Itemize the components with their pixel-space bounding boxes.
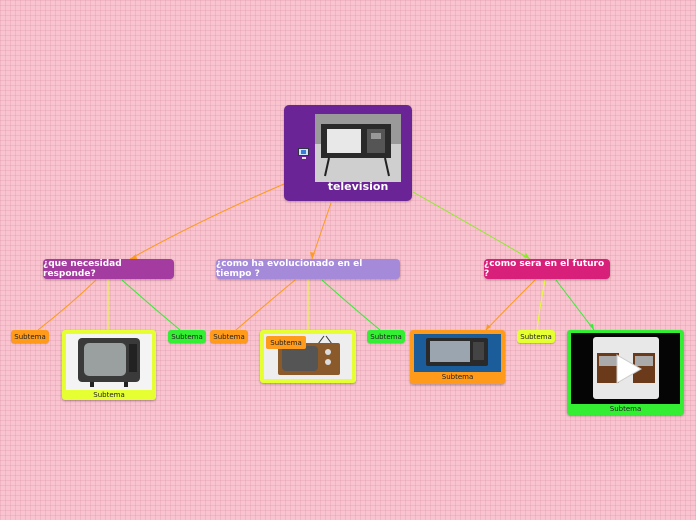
- branch-topic-3[interactable]: ¿como sera en el futuro ?: [484, 259, 610, 279]
- root-label: television: [327, 180, 389, 193]
- link-root-branch-3: [412, 191, 531, 260]
- link-b2-s3: [321, 279, 381, 331]
- link-root-branch-2: [311, 202, 332, 260]
- subtopic-2-1[interactable]: Subtema: [210, 330, 248, 343]
- link-b3-s2: [536, 279, 546, 331]
- subtopic-1-2[interactable]: Subtema: [62, 330, 156, 400]
- link-b3-s1: [485, 279, 536, 331]
- link-b1-s1: [37, 279, 97, 331]
- subtopic-3-1[interactable]: Subtema: [410, 330, 505, 384]
- play-icon: [616, 354, 642, 384]
- crt-tv-photo: [66, 334, 152, 390]
- subtopic-1-3[interactable]: Subtema: [168, 330, 206, 343]
- link-root-branch-1: [129, 183, 285, 260]
- subtopic-2-2[interactable]: Subtema: [260, 330, 356, 383]
- vintage-tv-console-photo: [315, 114, 401, 182]
- subtopic-2-2-label: Subtema: [266, 336, 306, 349]
- subtopic-3-2[interactable]: Subtema: [517, 330, 555, 343]
- root-topic[interactable]: television: [284, 105, 412, 201]
- branch-topic-2[interactable]: ¿como ha evolucionado en el tiempo ?: [216, 259, 400, 279]
- subtopic-1-1[interactable]: Subtema: [11, 330, 49, 343]
- subtopic-3-3[interactable]: Subtema: [567, 330, 684, 415]
- flat-tv-photo: [414, 334, 501, 372]
- branch-topic-1[interactable]: ¿que necesidad responde?: [43, 259, 174, 279]
- subtopic-label: Subtema: [93, 391, 125, 399]
- link-b2-s1: [235, 279, 296, 331]
- subtopic-label: Subtema: [441, 373, 474, 381]
- link-b3-s3: [555, 279, 595, 331]
- video-play-photo: [571, 333, 680, 404]
- link-b1-s3: [121, 279, 181, 331]
- subtopic-label: Subtema: [609, 405, 642, 413]
- subtopic-2-3[interactable]: Subtema: [367, 330, 405, 343]
- monitor-icon: [298, 148, 309, 159]
